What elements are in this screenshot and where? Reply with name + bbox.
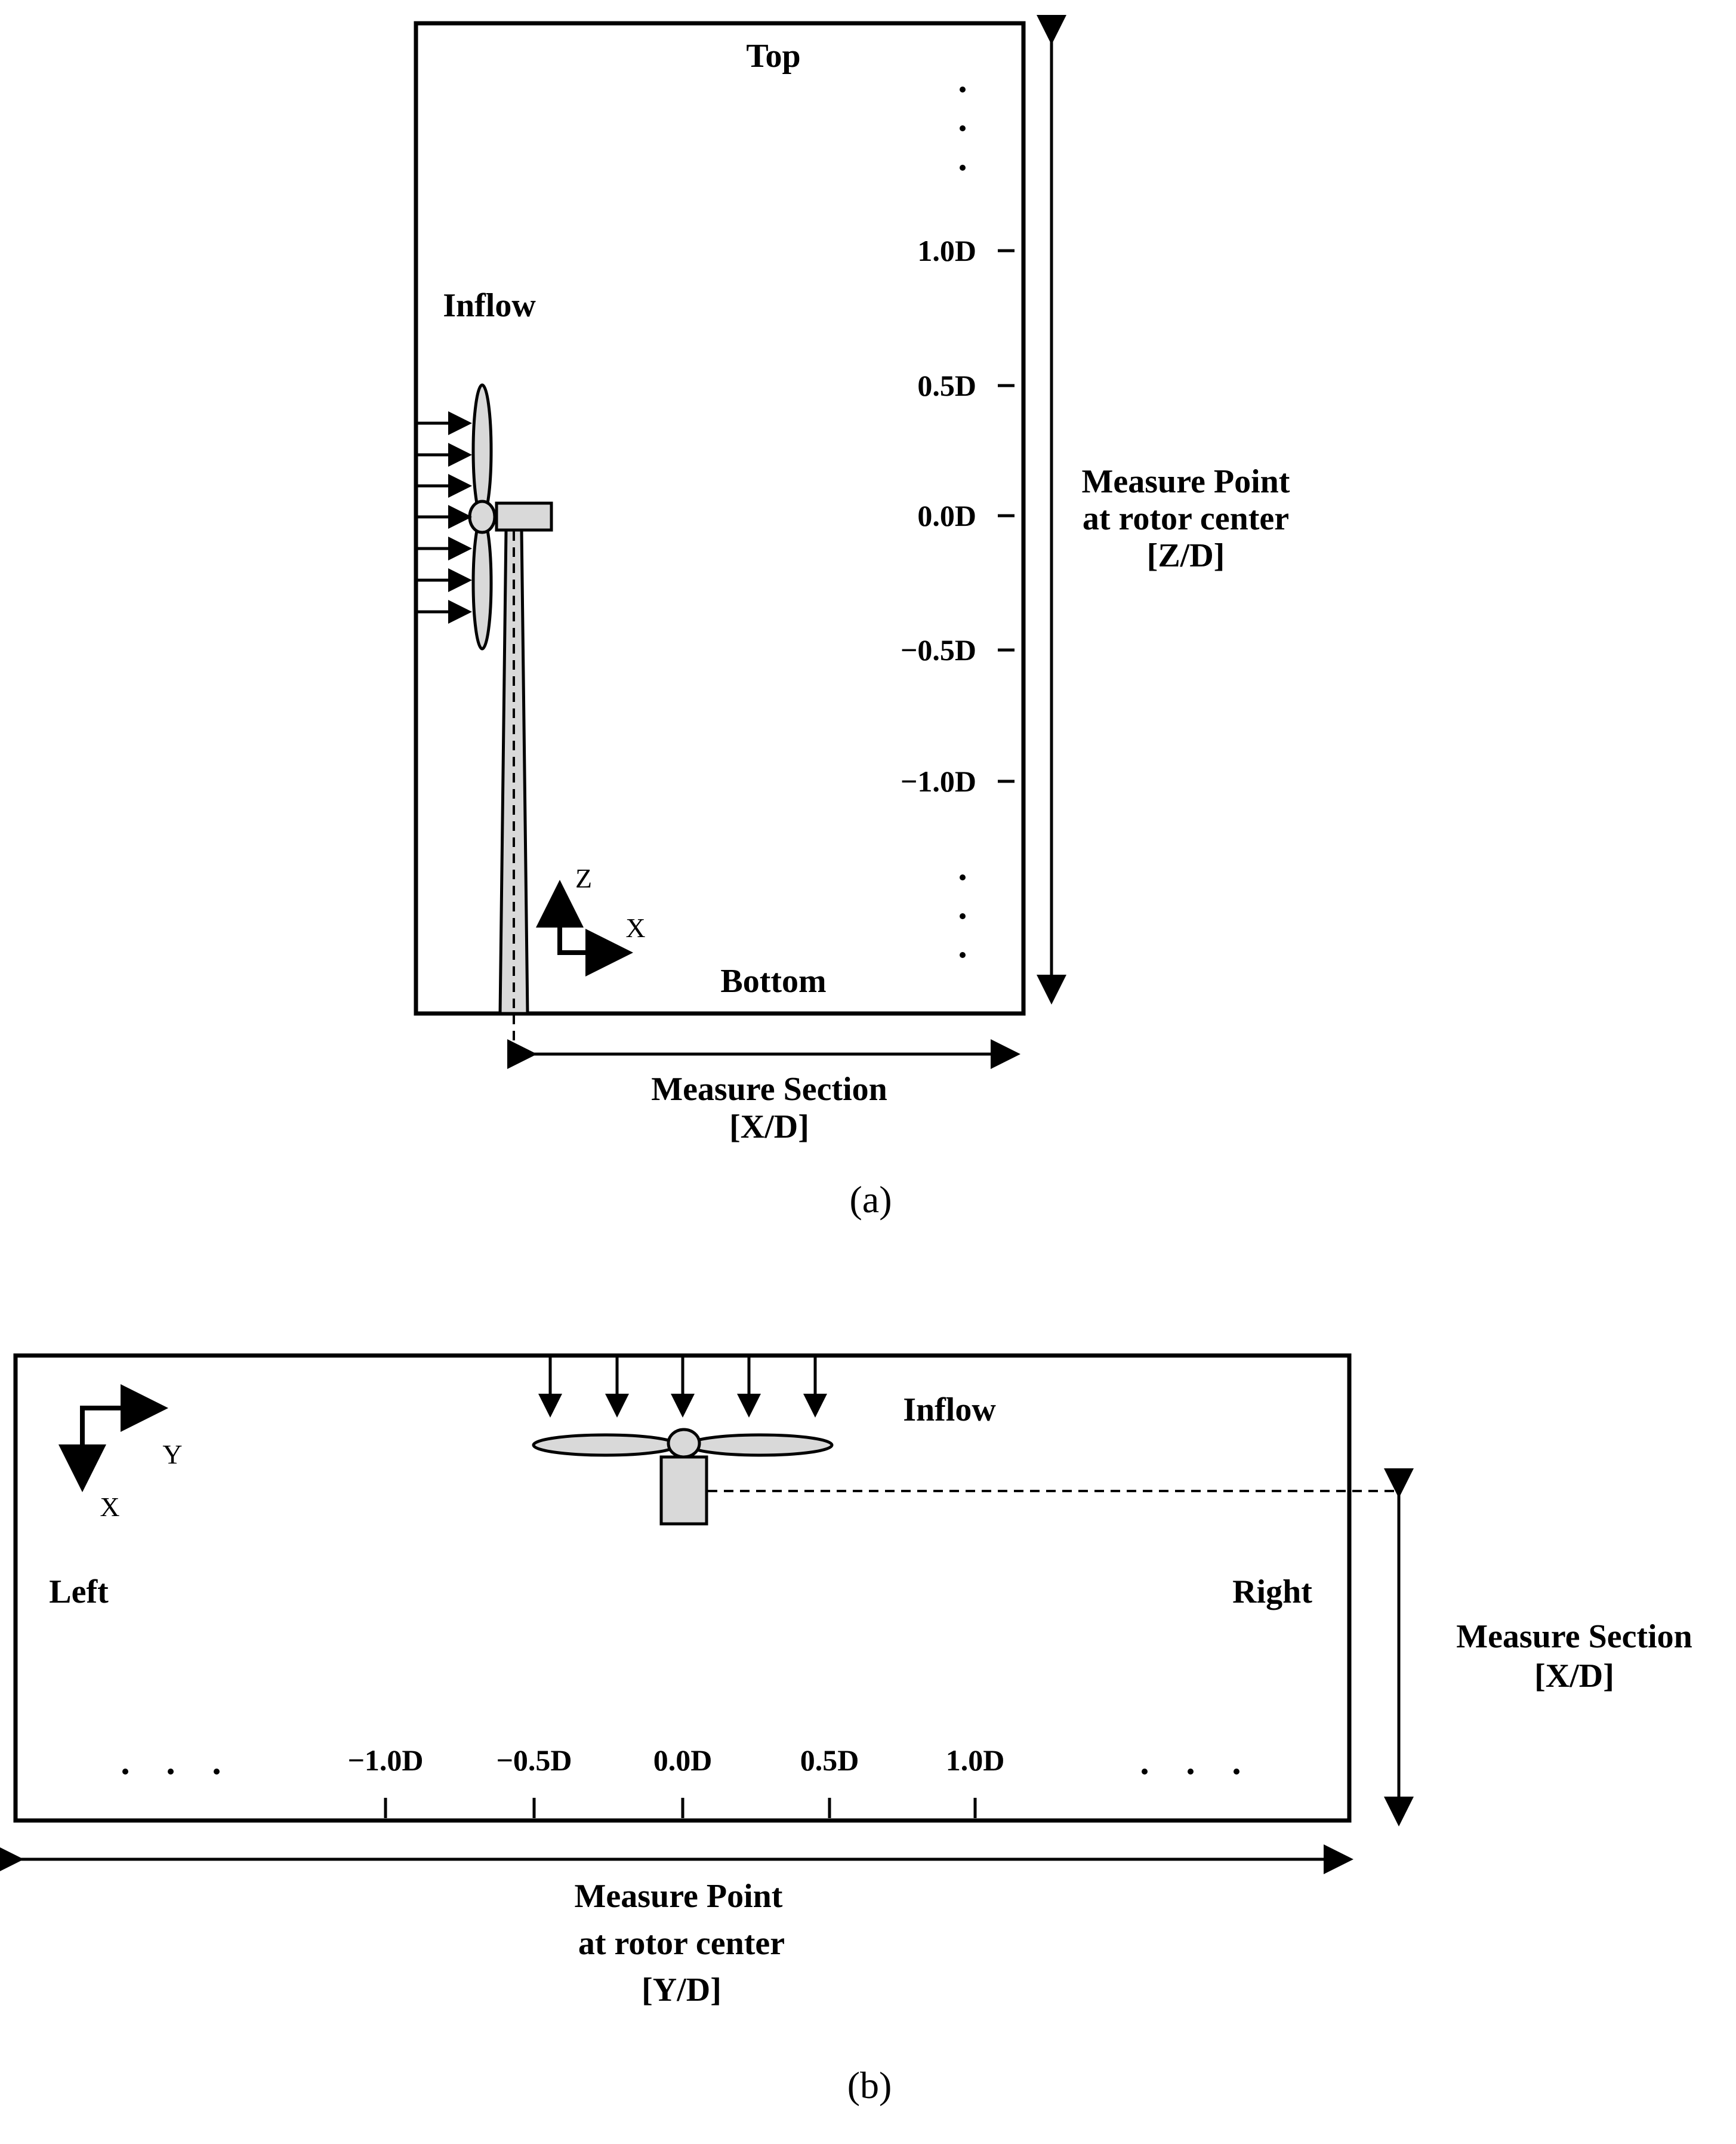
panel-a-bottom-label-1: Measure Section [651,1071,887,1108]
panel-a-inflow-label: Inflow [443,287,536,324]
turbine-blade-upper [471,383,493,518]
z-tick-label: 1.0D [917,234,976,267]
turbine-hub [468,500,497,534]
panel-a-bottom-label-2: [X/D] [729,1108,809,1145]
panel-b: Inflow Y X Left Right [0,1353,1692,2106]
turbine-blade-right [687,1433,834,1457]
panel-b-y-ticks: −1.0D −0.5D 0.0D 0.5D 1.0D [347,1743,1004,1818]
panel-a-axis-z-label: Z [575,863,592,894]
panel-a: Top Bottom Inflow 1.0D 0.5D 0.0D −0.5D −… [414,15,1290,1221]
panel-b-bottom-label-3: [Y/D] [642,1972,721,2009]
panel-b-left-label: Left [49,1573,109,1610]
panel-b-axis-x-label: X [100,1492,119,1522]
panel-a-dots-bottom [960,874,966,958]
panel-b-side-label-2: [X/D] [1534,1658,1614,1695]
panel-b-caption: (b) [847,2064,892,2106]
panel-a-top-label: Top [746,38,800,75]
z-tick-label: 0.0D [917,499,976,532]
panel-b-dots-right [1142,1769,1239,1775]
y-tick-label: 0.0D [653,1743,713,1777]
turbine-nacelle [495,501,553,532]
y-tick-label: −1.0D [347,1743,423,1777]
z-tick-label: −1.0D [901,765,976,798]
panel-b-bottom-label-2: at rotor center [578,1925,785,1962]
panel-b-axis-y-label: Y [162,1439,182,1470]
y-tick-label: 1.0D [946,1743,1005,1777]
y-tick-label: 0.5D [800,1743,859,1777]
panel-a-axis-x-label: X [625,913,645,943]
panel-a-z-ticks: 1.0D 0.5D 0.0D −0.5D −1.0D [901,234,1015,798]
panel-b-axes-icon: Y X [58,1384,183,1522]
turbine-nacelle [659,1455,708,1526]
panel-a-axes-icon: Z X [536,863,646,976]
panel-a-dots-top [960,87,966,171]
turbine-blade-left [532,1433,679,1457]
y-tick-label: −0.5D [496,1743,572,1777]
panel-a-bottom-label: Bottom [720,963,826,1000]
z-tick-label: 0.5D [917,369,976,402]
z-tick-label: −0.5D [901,633,976,667]
panel-b-right-label: Right [1232,1573,1312,1610]
panel-a-right-label-2: at rotor center [1083,500,1289,537]
panel-b-inflow-label: Inflow [903,1391,996,1428]
panel-a-turbine-side-view [468,383,553,1060]
panel-a-right-label-1: Measure Point [1082,463,1290,500]
panel-a-inflow-arrows [416,411,472,624]
panel-b-dots-left [122,1769,220,1775]
panel-b-turbine-top-view [532,1428,834,1526]
panel-a-caption: (a) [849,1178,892,1221]
panel-b-inflow-arrows [538,1356,827,1418]
panel-b-bottom-label-1: Measure Point [575,1878,783,1915]
turbine-blade-lower [471,516,493,651]
turbine-hub [667,1428,701,1459]
panel-a-right-label-3: [Z/D] [1147,537,1225,574]
panel-b-side-label-1: Measure Section [1456,1618,1692,1655]
